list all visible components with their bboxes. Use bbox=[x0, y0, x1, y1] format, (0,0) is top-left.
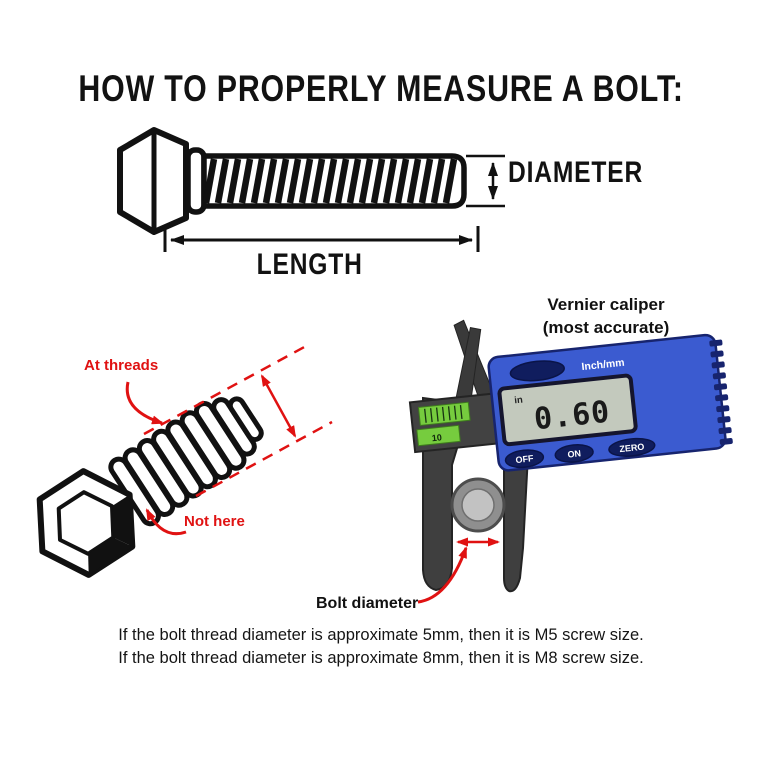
caliper-scale-ticks bbox=[424, 405, 463, 423]
caliper-body-group: 10 Inch/mm in 0.60 OFF ON ZE bbox=[408, 319, 733, 472]
diameter-dimension bbox=[466, 154, 505, 208]
angled-bolt bbox=[36, 396, 264, 578]
bolt-angled-diagram bbox=[36, 343, 333, 578]
not-here-label: Not here bbox=[184, 513, 245, 530]
lcd-unit: in bbox=[514, 395, 524, 407]
not-here-arrow bbox=[145, 508, 187, 536]
caliper-title-line1: Vernier caliper bbox=[547, 295, 665, 314]
bolt-top-diagram bbox=[117, 127, 505, 252]
caliper-diagram: 10 Inch/mm in 0.60 OFF ON ZE bbox=[408, 319, 733, 604]
angled-bolt-head-shadow2 bbox=[88, 537, 133, 575]
caliper-scale-sticker-2 bbox=[416, 424, 461, 447]
lcd-value: 0.60 bbox=[532, 395, 611, 438]
bolt-diameter-pointer-arrow bbox=[417, 546, 468, 604]
at-threads-label: At threads bbox=[84, 357, 159, 374]
thread-diameter-arrow bbox=[260, 374, 297, 438]
bolt-threads bbox=[202, 158, 458, 204]
on-button bbox=[554, 444, 594, 463]
on-button-label: ON bbox=[567, 448, 581, 459]
page-title: HOW TO PROPERLY MEASURE A BOLT: bbox=[78, 68, 684, 109]
off-button-label: OFF bbox=[515, 453, 534, 465]
angled-bolt-threads bbox=[108, 396, 264, 527]
at-threads-arrow bbox=[125, 381, 164, 425]
diameter-label-wrap: DIAMETER bbox=[508, 156, 673, 190]
caliper-thumb-grip bbox=[709, 339, 733, 445]
measured-bolt-end-face bbox=[461, 488, 495, 522]
length-dimension bbox=[163, 226, 480, 252]
caliper-title-line2: (most accurate) bbox=[542, 318, 670, 337]
length-label: LENGTH bbox=[256, 248, 364, 281]
caliper-movable-jaw bbox=[503, 453, 530, 593]
bolt-diameter-label: Bolt diameter bbox=[316, 595, 419, 612]
caliper-scale-number: 10 bbox=[431, 432, 442, 443]
inch-mm-button bbox=[509, 360, 565, 382]
off-button bbox=[504, 449, 545, 469]
diameter-label: DIAMETER bbox=[508, 156, 644, 189]
zero-button bbox=[608, 437, 656, 457]
caliper-title: Vernier caliper (most accurate) bbox=[518, 293, 694, 339]
footer-line2: If the bolt thread diameter is approxima… bbox=[118, 649, 644, 667]
caliper-lcd bbox=[497, 373, 638, 447]
length-label-wrap: LENGTH bbox=[110, 248, 510, 282]
angled-bolt-head-shadow bbox=[111, 494, 133, 547]
inch-mm-button-label: Inch/mm bbox=[581, 357, 625, 373]
footer-line1: If the bolt thread diameter is approxima… bbox=[118, 626, 644, 644]
footer-note: If the bolt thread diameter is approxima… bbox=[0, 624, 762, 670]
zero-button-label: ZERO bbox=[619, 442, 645, 455]
page-title-wrap: HOW TO PROPERLY MEASURE A BOLT: bbox=[0, 68, 762, 110]
diameter-guide-dashed-lines bbox=[143, 343, 333, 498]
